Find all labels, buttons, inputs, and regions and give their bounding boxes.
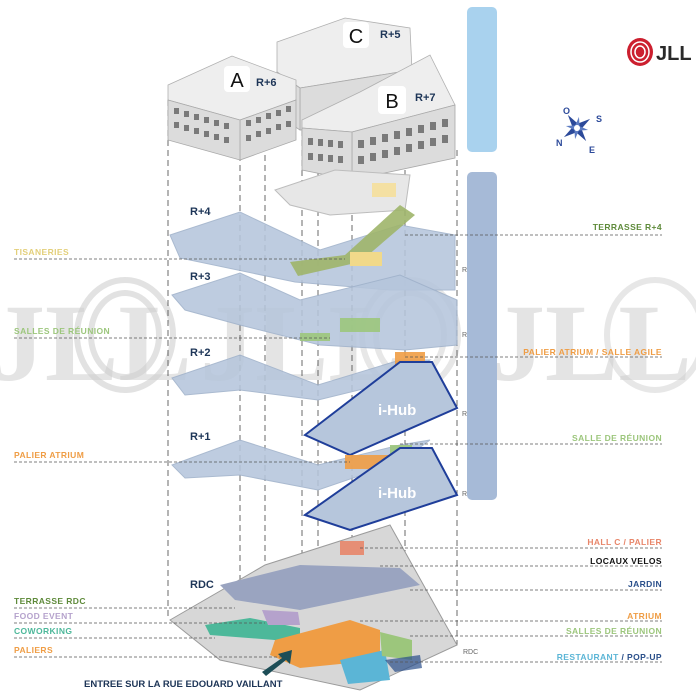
building-badge-a: A R+6: [224, 66, 277, 92]
side-mark-r3: R: [462, 332, 467, 339]
side-mark-r1: R: [462, 491, 467, 498]
label-atrium: ATRIUM: [627, 611, 662, 621]
height-bar-top: [467, 7, 497, 152]
building-floors-a: R+6: [256, 77, 277, 89]
building-letter-a: A: [230, 70, 244, 92]
side-mark-r2: R: [462, 411, 467, 418]
building-floors-b: R+7: [415, 92, 436, 104]
height-bar-main: [467, 172, 497, 500]
compass-rose-icon: [563, 114, 591, 142]
label-palier-atrium: PALIER ATRIUM: [14, 450, 84, 460]
label-palier-atrium-salle-agile: PALIER ATRIUM / SALLE AGILE: [523, 347, 662, 357]
label-restaurant: RESTAURANT: [557, 652, 619, 662]
side-mark-rdc: RDC: [463, 649, 478, 656]
ihub-label-r2: i-Hub: [378, 402, 416, 419]
label-salle-de-reunion-right: SALLE DE RÉUNION: [572, 433, 662, 443]
watermark-text-1: JLL: [0, 282, 192, 404]
compass-letter-e: E: [589, 145, 595, 155]
compass-letter-s: S: [596, 114, 602, 124]
label-food-event: FOOD EVENT: [14, 611, 74, 621]
floor-r2-plan: [171, 352, 459, 457]
label-jardin: JARDIN: [628, 579, 662, 589]
floor-r1-plan: [171, 439, 459, 532]
label-hall-c-palier: HALL C / PALIER: [587, 537, 662, 547]
label-terrasse-rdc: TERRASSE RDC: [14, 596, 86, 606]
floor-r3-plan: [171, 272, 458, 351]
label-paliers: PALIERS: [14, 645, 53, 655]
right-labels: TERRASSE R+4 PALIER ATRIUM / SALLE AGILE…: [360, 222, 662, 663]
logo-text: JLL: [656, 43, 692, 65]
level-label-r1: R+1: [190, 431, 211, 443]
entrance-arrow-icon: [262, 650, 292, 676]
watermark-text-3: JLL: [490, 282, 692, 404]
label-pop-up: POP-UP: [627, 652, 662, 662]
label-terrasse-r4: TERRASSE R+4: [593, 222, 662, 232]
compass-letter-n: N: [556, 138, 563, 148]
level-label-r4: R+4: [190, 206, 211, 218]
building-letter-c: C: [349, 26, 363, 48]
label-salles-de-reunion-right: SALLES DE RÉUNION: [566, 626, 662, 636]
label-locaux-velos: LOCAUX VELOS: [590, 556, 662, 566]
label-restaurant-pop-up: RESTAURANT / POP-UP: [557, 652, 662, 662]
left-labels: TISANERIES SALLES DE RÉUNION PALIER ATRI…: [14, 247, 350, 658]
label-coworking: COWORKING: [14, 626, 72, 636]
building-badge-b: B R+7: [378, 86, 436, 114]
label-salles-de-reunion-left: SALLES DE RÉUNION: [14, 326, 110, 336]
level-label-r3: R+3: [190, 271, 211, 283]
jll-logo: JLL: [627, 38, 692, 66]
building-letter-b: B: [385, 91, 398, 113]
compass-letter-o: O: [563, 106, 570, 116]
ihub-label-r1: i-Hub: [378, 485, 416, 502]
building-badge-c: C R+5: [343, 22, 401, 48]
entrance-label: ENTREE SUR LA RUE EDOUARD VAILLANT: [84, 679, 283, 690]
floor-r4-plan: [169, 169, 456, 291]
label-tisaneries: TISANERIES: [14, 247, 69, 257]
floor-rdc-plan: [169, 524, 458, 691]
level-label-rdc: RDC: [190, 579, 214, 591]
level-label-r2: R+2: [190, 347, 211, 359]
side-mark-r4: R: [462, 267, 467, 274]
label-slash: /: [619, 652, 627, 662]
building-floors-c: R+5: [380, 29, 401, 41]
